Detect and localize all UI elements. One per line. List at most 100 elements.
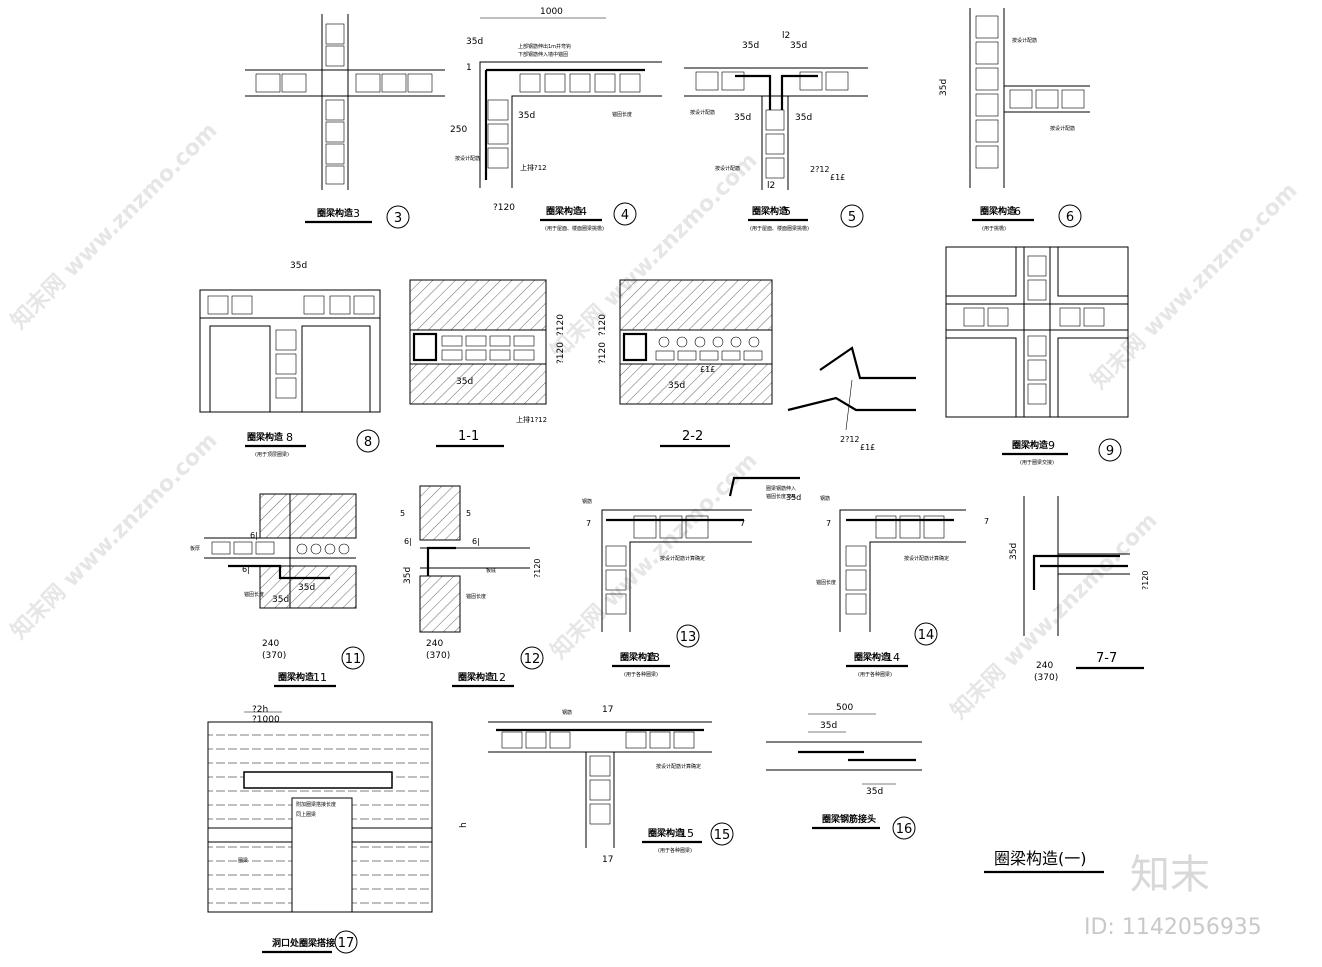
detail-circle	[386, 205, 410, 229]
svg-text:上部钢筋伸出1m并弯钩: 上部钢筋伸出1m并弯钩	[518, 43, 571, 50]
svg-text:35d: 35d	[795, 113, 812, 123]
svg-text:附加圈梁搭接长度: 附加圈梁搭接长度	[296, 801, 336, 808]
svg-text:35d: 35d	[403, 567, 413, 584]
svg-text:8: 8	[364, 435, 372, 450]
svg-text:35d: 35d	[272, 595, 289, 605]
caption: 圈梁构造	[1012, 439, 1049, 451]
svg-text:上排1?12: 上排1?12	[516, 415, 547, 424]
svg-text:(370): (370)	[1034, 673, 1058, 683]
svg-text:(用于圈梁交接): (用于圈梁交接)	[1020, 459, 1054, 466]
svg-text:35d: 35d	[1009, 543, 1019, 560]
svg-text:35d: 35d	[298, 583, 315, 593]
svg-text:按设计配筋计算确定: 按设计配筋计算确定	[656, 763, 701, 770]
caption: 圈梁构造	[980, 205, 1017, 217]
detail-17: ?2h ?1000 h 附加圈梁搭接长度 同上圈梁 圈梁 洞口处圈梁搭接 17	[207, 705, 469, 954]
detail-3: 圈梁构造 3 3	[245, 14, 445, 229]
svg-text:12: 12	[524, 652, 541, 667]
caption: 圈梁钢筋接头	[822, 813, 876, 825]
detail-circle	[892, 816, 916, 840]
svg-text:1000: 1000	[540, 7, 563, 17]
svg-text:6|: 6|	[250, 531, 258, 540]
detail-15: 17 17 钢筋 按设计配筋计算确定 圈梁构造 15 (用于各种圈梁) 15	[488, 705, 734, 865]
svg-text:35d: 35d	[939, 79, 949, 96]
svg-text:圈梁: 圈梁	[238, 857, 248, 864]
svg-text:?120: ?120	[556, 314, 566, 336]
svg-text:7: 7	[826, 519, 831, 528]
svg-text:11: 11	[345, 652, 362, 667]
svg-text:?2h: ?2h	[252, 705, 268, 715]
svg-text:钢筋: 钢筋	[820, 495, 830, 502]
svg-text:?120: ?120	[493, 203, 515, 213]
svg-text:15: 15	[714, 828, 731, 843]
section-label: 2-2	[682, 429, 703, 444]
caption: 圈梁构造	[648, 827, 685, 839]
detail-number: 13	[646, 651, 660, 664]
section-2-2: ?120 ?120 35d £1£ 2-2	[598, 279, 773, 448]
watermark-layer: 知末网 www.znzmo.com 知末网 www.znzmo.com 知末网 …	[6, 118, 1303, 725]
svg-text:6: 6	[1066, 210, 1074, 225]
svg-text:?120: ?120	[598, 342, 608, 364]
svg-text:按设计配筋计算确定: 按设计配筋计算确定	[660, 555, 705, 562]
watermark-text: 知末网 www.znzmo.com	[6, 428, 223, 645]
image-id: ID: 1142056935	[1084, 915, 1262, 940]
detail-14: 7 7 钢筋 按设计配筋计算确定 锚固长度 圈梁构造 14 (用于各种圈梁) 1…	[816, 495, 989, 678]
svg-text:6|: 6|	[472, 537, 480, 546]
svg-text:5: 5	[400, 509, 405, 518]
svg-text:?120: ?120	[533, 558, 542, 578]
detail-number: 9	[1048, 439, 1055, 452]
detail-number: 6	[1014, 205, 1021, 218]
detail-circle	[914, 622, 938, 646]
svg-text:(用于挑檐): (用于挑檐)	[982, 225, 1006, 232]
svg-text:按设计配筋: 按设计配筋	[1050, 125, 1075, 132]
detail-number: 5	[784, 205, 791, 218]
svg-text:锚固长度: 锚固长度	[244, 591, 264, 598]
detail-number: 12	[492, 671, 506, 684]
svg-text:(用于屋面、楼面圈梁挑檐): (用于屋面、楼面圈梁挑檐)	[750, 225, 809, 232]
caption: 洞口处圈梁搭接	[272, 937, 335, 949]
detail-circle	[676, 624, 700, 648]
svg-text:按设计配筋计算确定: 按设计配筋计算确定	[904, 555, 949, 562]
detail-16: 500 35d 35d 圈梁钢筋接头 16	[766, 703, 922, 840]
detail-number: 8	[286, 431, 293, 444]
svg-text:(用于各种圈梁): (用于各种圈梁)	[658, 847, 692, 854]
brand-logo: 知末	[1130, 852, 1210, 898]
svg-text:4: 4	[621, 208, 629, 223]
svg-text:h: h	[459, 822, 469, 828]
svg-text:7: 7	[740, 519, 745, 528]
detail-circle	[840, 204, 864, 228]
detail-12: 5 5 6| 6| 35d ?120 240 (370) 板底 锚固长度 圈梁构…	[400, 485, 544, 688]
svg-text:14: 14	[918, 628, 935, 643]
svg-text:35d: 35d	[456, 377, 473, 387]
bent-bar-detail: 2?12 £1£	[787, 346, 916, 452]
svg-text:?120: ?120	[598, 314, 608, 336]
svg-text:钢筋: 钢筋	[582, 498, 592, 505]
caption: 圈梁构造	[752, 205, 789, 217]
svg-text:1: 1	[466, 63, 472, 73]
svg-text:240: 240	[262, 639, 279, 649]
svg-text:钢筋: 钢筋	[562, 709, 572, 716]
detail-number: 14	[886, 651, 900, 664]
svg-text:16: 16	[896, 822, 913, 837]
svg-text:35d: 35d	[734, 113, 751, 123]
detail-circle	[356, 429, 380, 453]
svg-text:17: 17	[602, 855, 613, 865]
svg-text:17: 17	[602, 705, 613, 715]
svg-text:板底: 板底	[486, 567, 496, 574]
svg-text:(370): (370)	[426, 651, 450, 661]
watermark-text: 知末网 www.znzmo.com	[1086, 178, 1303, 395]
svg-text:35d: 35d	[466, 37, 483, 47]
svg-text:3: 3	[394, 211, 402, 226]
svg-text:按设计配筋: 按设计配筋	[715, 165, 740, 172]
svg-text:l2: l2	[782, 31, 790, 41]
detail-5: 35d 35d 35d 35d l2 l2 2?12 £1£ 按设计配筋 按设计…	[684, 31, 868, 232]
svg-text:锚固长度: 锚固长度	[816, 579, 836, 586]
watermark-text: 知末网 www.znzmo.com	[946, 508, 1163, 725]
sheet-title-block: 圈梁构造(一) 知末 ID: 1142056935	[984, 849, 1262, 940]
svg-text:(用于屋面、楼面圈梁挑檐): (用于屋面、楼面圈梁挑檐)	[545, 225, 604, 232]
detail-number: 15	[680, 827, 694, 840]
detail-11: 6| 6| 35d 35d 240 (370) 板厚 锚固长度 圈梁构造 11 …	[190, 493, 365, 688]
svg-text:35d: 35d	[290, 261, 307, 271]
caption: 圈梁构造	[458, 671, 495, 683]
svg-text:250: 250	[450, 125, 467, 135]
